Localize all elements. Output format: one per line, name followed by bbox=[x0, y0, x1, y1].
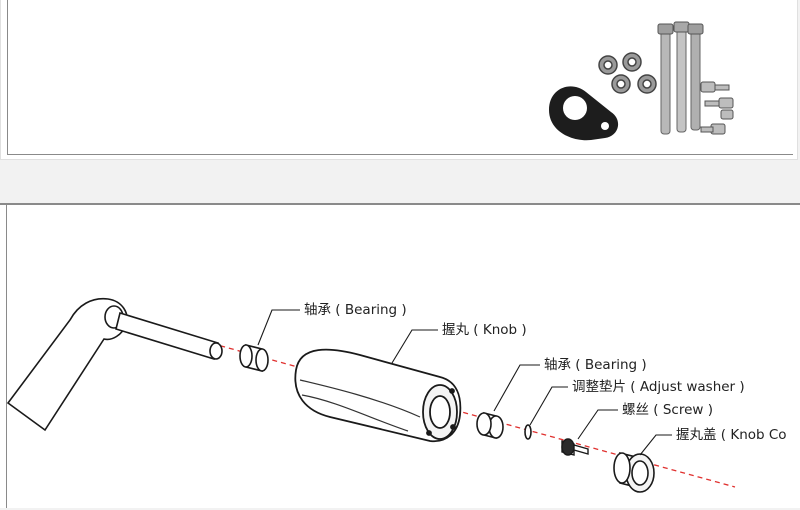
exploded-diagram-panel: 轴承 ( Bearing ) 握丸 ( Knob ) 轴承 ( Bearing … bbox=[0, 203, 800, 508]
knob bbox=[294, 348, 462, 443]
washer-plate-icon bbox=[549, 86, 619, 141]
long-bolts-icon bbox=[657, 21, 704, 135]
small-screws-icon bbox=[700, 81, 734, 135]
knob-cap bbox=[613, 451, 655, 493]
bearing-left bbox=[239, 343, 269, 373]
panel-border-left bbox=[6, 205, 7, 508]
crank-arm bbox=[6, 297, 128, 432]
label-bearing-right: 轴承 ( Bearing ) bbox=[544, 357, 647, 373]
screw bbox=[561, 438, 589, 456]
parts-photo bbox=[549, 21, 734, 141]
shaft bbox=[115, 311, 223, 361]
label-bearing-top: 轴承 ( Bearing ) bbox=[304, 302, 407, 318]
adjust-washer bbox=[524, 424, 532, 440]
exploded-diagram: 轴承 ( Bearing ) 握丸 ( Knob ) 轴承 ( Bearing … bbox=[6, 297, 787, 493]
bearing-right bbox=[476, 411, 504, 440]
label-adjust-washer: 调整垫片 ( Adjust washer ) bbox=[572, 379, 745, 395]
label-knob-cap: 握丸盖 ( Knob Co bbox=[676, 427, 787, 443]
label-screw: 螺丝 ( Screw ) bbox=[622, 402, 713, 418]
label-knob: 握丸 ( Knob ) bbox=[442, 322, 527, 338]
panel-border-left bbox=[7, 0, 8, 155]
hex-nuts-icon bbox=[598, 52, 657, 94]
parts-photo-panel bbox=[0, 0, 798, 160]
panel-border-bottom bbox=[7, 154, 793, 155]
leader-lines bbox=[257, 309, 672, 456]
